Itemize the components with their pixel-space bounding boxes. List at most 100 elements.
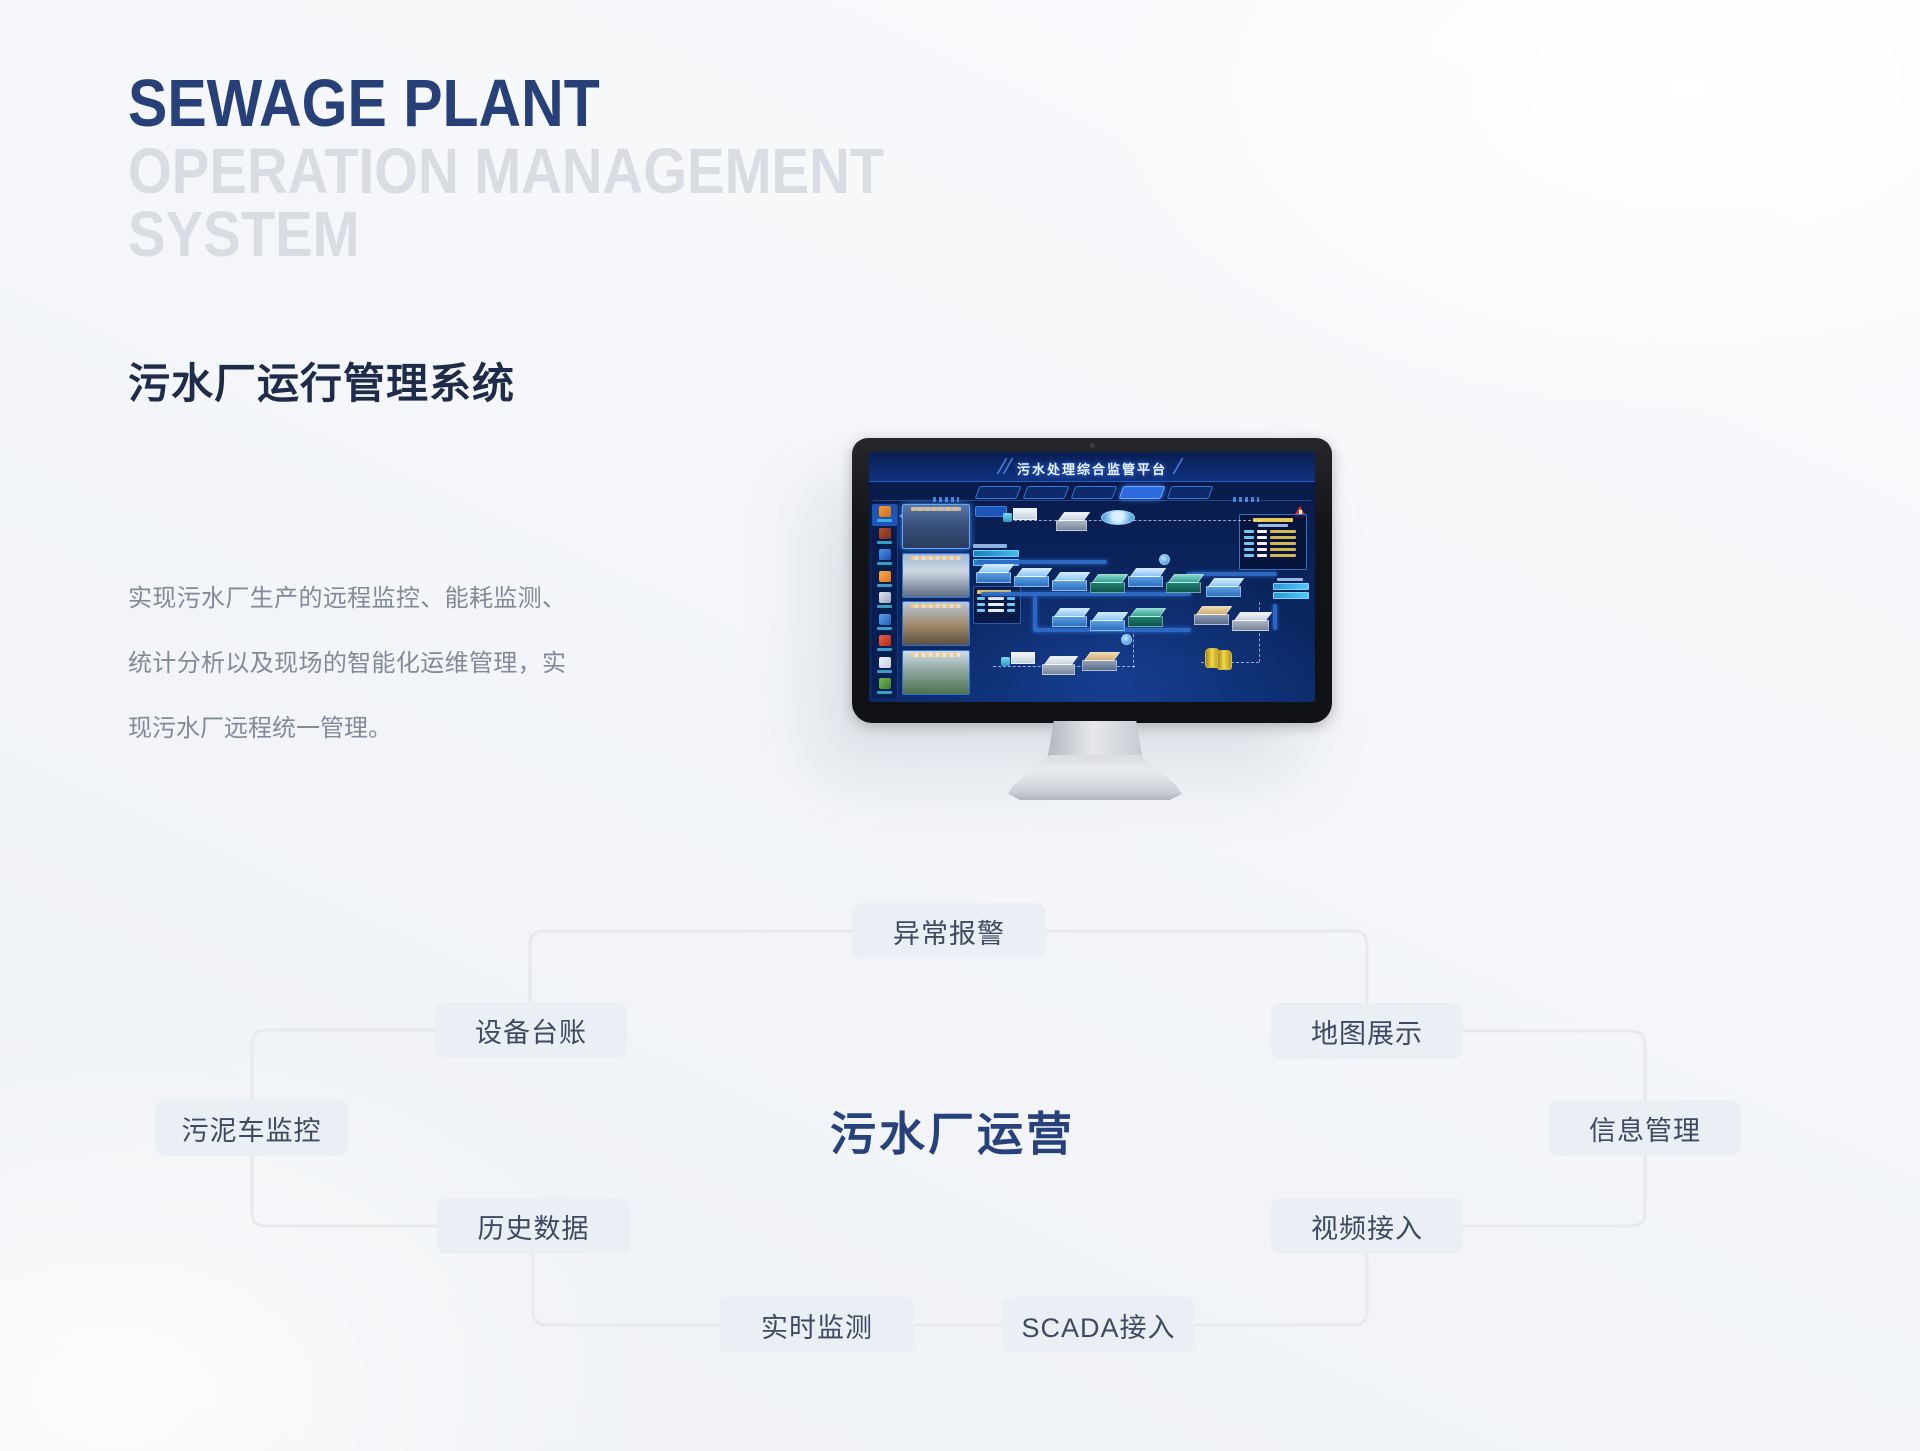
feature-node-map-display: 地图展示 bbox=[1271, 1003, 1463, 1059]
plant-thumbnail bbox=[902, 649, 970, 695]
sidebar-label bbox=[877, 605, 892, 608]
page-subtitle-line1: OPERATION MANAGEMENT bbox=[128, 135, 885, 207]
panel-row bbox=[1244, 530, 1302, 533]
diagram-center-title: 污水厂运营 bbox=[830, 1108, 1075, 1160]
dashboard-tab bbox=[1070, 486, 1118, 499]
sidebar-item bbox=[872, 612, 897, 634]
treatment-tank-icon bbox=[1052, 608, 1091, 627]
sidebar-icon bbox=[878, 506, 891, 517]
pipe bbox=[977, 560, 1107, 564]
panel-row bbox=[1244, 542, 1302, 545]
meter-bar bbox=[1273, 583, 1309, 590]
pipe bbox=[981, 592, 1187, 596]
monitor-screen: 污水处理综合监管平台 bbox=[869, 452, 1315, 702]
sidebar-collapse-arrow bbox=[899, 512, 904, 520]
sidebar-icon bbox=[878, 527, 891, 539]
plant-thumbnail bbox=[902, 601, 970, 646]
treatment-tank-icon bbox=[976, 564, 1015, 583]
dashboard-tab bbox=[1166, 486, 1214, 499]
flow-dashed-line bbox=[1259, 602, 1260, 662]
feature-node-alarm: 异常报警 bbox=[852, 903, 1046, 959]
monitor-stand-base bbox=[1008, 755, 1182, 800]
sidebar-label bbox=[877, 583, 892, 587]
feature-node-video-access: 视频接入 bbox=[1271, 1198, 1463, 1254]
treatment-tank-icon bbox=[1206, 578, 1245, 597]
sidebar-item bbox=[872, 569, 897, 591]
feature-node-info-management: 信息管理 bbox=[1549, 1100, 1741, 1156]
sidebar-label bbox=[877, 669, 892, 673]
sidebar-icon bbox=[878, 592, 891, 603]
dashboard-title: 污水处理综合监管平台 bbox=[1016, 462, 1167, 477]
feature-node-realtime-monitor: 实时监测 bbox=[719, 1297, 915, 1353]
dashboard-tab bbox=[1022, 486, 1070, 499]
feature-node-sludge-truck-monitor: 污泥车监控 bbox=[155, 1100, 348, 1156]
section-description: 实现污水厂生产的远程监控、能耗监测、统计分析以及现场的智能化运维管理，实现污水厂… bbox=[128, 585, 566, 742]
sidebar-icon bbox=[878, 678, 891, 689]
treatment-tank-icon bbox=[1090, 612, 1129, 631]
panel-row bbox=[1244, 548, 1302, 551]
sedimentation-tank-icon bbox=[1082, 652, 1121, 671]
meter-label-bar bbox=[1277, 578, 1303, 581]
sidebar-label bbox=[877, 648, 892, 651]
panel-row bbox=[1244, 536, 1302, 539]
feature-node-equipment-ledger: 设备台账 bbox=[435, 1002, 627, 1058]
sedimentation-tank-icon bbox=[1194, 606, 1233, 625]
plant-thumbnail-selected bbox=[902, 504, 970, 549]
sidebar-icon bbox=[878, 613, 891, 625]
sidebar-label bbox=[877, 691, 892, 694]
page-title: SEWAGE PLANT bbox=[128, 66, 600, 141]
storage-tank-icon bbox=[1056, 512, 1091, 531]
sidebar-item-selected bbox=[872, 504, 897, 526]
treatment-tank-icon bbox=[1166, 574, 1205, 593]
water-quality-panel bbox=[1239, 514, 1307, 570]
panel-title-bar bbox=[1253, 518, 1293, 522]
sidebar-icon bbox=[878, 635, 891, 646]
plant-thumbnail bbox=[902, 552, 970, 598]
sidebar-label bbox=[877, 540, 892, 544]
panel-row bbox=[977, 603, 1017, 606]
treatment-tank-icon bbox=[1014, 568, 1053, 587]
treatment-tank-icon bbox=[1128, 568, 1167, 587]
panel-subtitle-bar bbox=[1258, 524, 1288, 527]
dashboard-header: 污水处理综合监管平台 bbox=[869, 452, 1315, 482]
treatment-tank-icon bbox=[1090, 574, 1129, 593]
inclined-tube-tank-icon bbox=[1232, 612, 1273, 631]
flow-dashed-line bbox=[1009, 520, 1261, 521]
sidebar-item bbox=[872, 655, 897, 677]
plant-thumbnail-list bbox=[902, 504, 970, 698]
panel-row bbox=[977, 609, 1017, 612]
dashboard-tab bbox=[974, 486, 1022, 499]
hero-heading: SEWAGE PLANT OPERATION MANAGEMENT SYSTEM bbox=[128, 66, 987, 266]
dashboard-tab-active bbox=[1118, 486, 1166, 499]
sidebar-item bbox=[872, 676, 897, 698]
flow-dashed-line bbox=[1133, 624, 1134, 668]
meter-bar bbox=[1273, 592, 1309, 599]
sidebar-icon bbox=[878, 570, 891, 582]
sidebar-item bbox=[872, 547, 897, 569]
panel-row bbox=[1244, 554, 1302, 557]
feature-node-history-data: 历史数据 bbox=[437, 1198, 630, 1254]
meter-bar bbox=[973, 550, 1019, 557]
pump-icon bbox=[1121, 634, 1132, 645]
sidebar-label bbox=[877, 562, 892, 565]
dashboard-tab-bar bbox=[974, 486, 1214, 499]
sidebar-label bbox=[877, 626, 892, 630]
pipe bbox=[1191, 572, 1277, 576]
sidebar-item bbox=[872, 633, 897, 655]
sidebar-item bbox=[872, 526, 897, 548]
sludge-truck-icon bbox=[1001, 652, 1035, 668]
storage-tank-icon bbox=[1042, 656, 1079, 675]
treatment-tank-icon bbox=[1052, 572, 1091, 591]
pipe bbox=[1033, 596, 1037, 630]
oil-tank-icon bbox=[1217, 650, 1232, 670]
dashboard-sidebar bbox=[872, 504, 898, 698]
sidebar-label bbox=[877, 519, 892, 522]
section-title: 污水厂运行管理系统 bbox=[128, 360, 516, 407]
sidebar-icon bbox=[878, 549, 891, 560]
panel-row bbox=[977, 597, 1017, 600]
feature-node-scada-access: SCADA接入 bbox=[1002, 1297, 1195, 1353]
dots-decor bbox=[933, 497, 959, 502]
header-rule bbox=[873, 500, 1311, 501]
area-label-chip bbox=[975, 506, 1007, 517]
